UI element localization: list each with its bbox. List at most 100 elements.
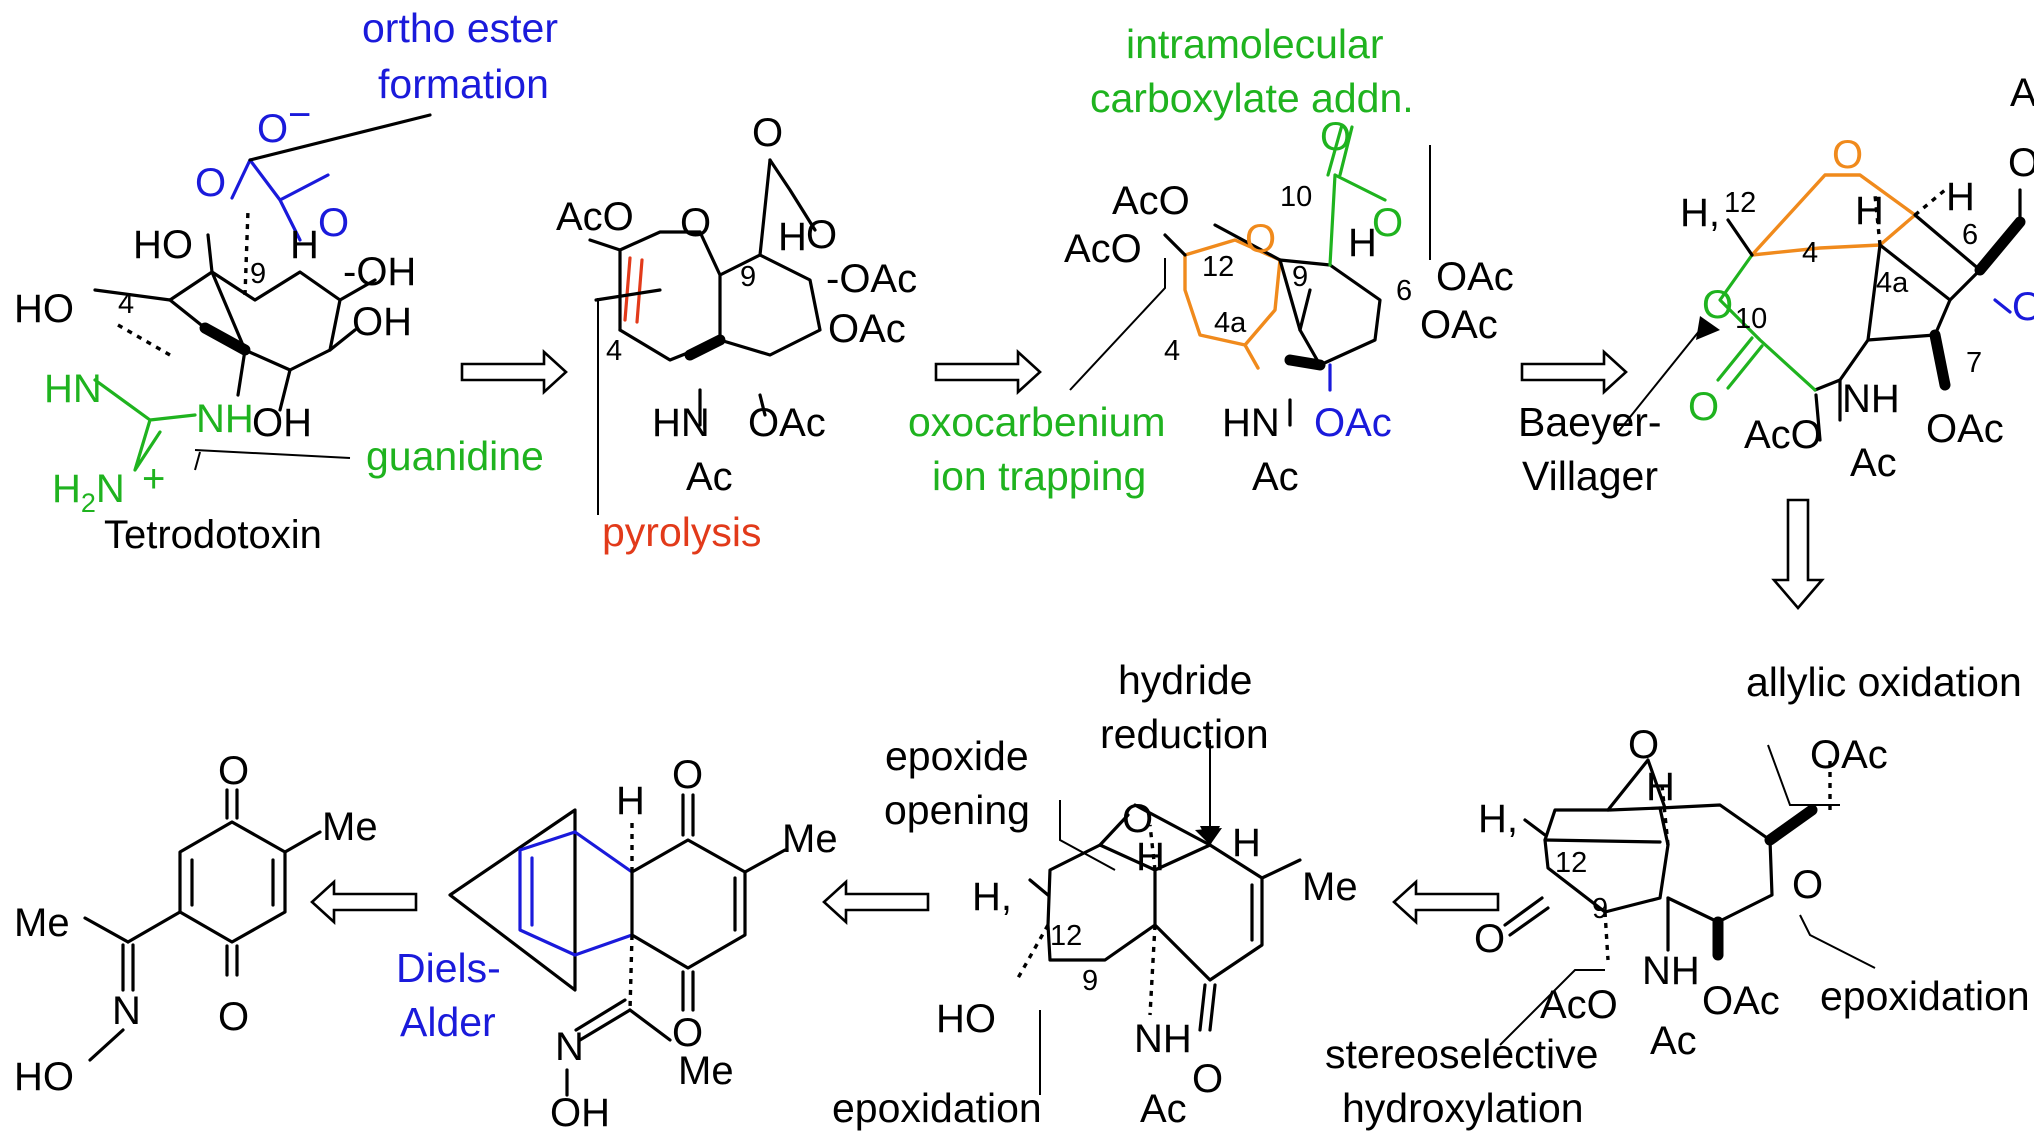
carbonyl-o: O	[1688, 385, 1719, 429]
epoxy-ketone-intermediate-structure: O H OAc H, 12 O 9 O NH OAc AcO Ac allyli…	[1325, 659, 2030, 1131]
h-12: H,	[1478, 797, 1518, 841]
epoxy-enone-intermediate-structure: O H H Me H, 12 9 HO NH O Ac hydride redu…	[832, 657, 1358, 1131]
aco-top: AcO	[1112, 179, 1190, 223]
locant-4a: 4a	[1876, 267, 1909, 299]
guanidine-hn: HN	[44, 367, 102, 411]
h-9: H	[1348, 221, 1377, 265]
baeyer-label-line2: Villager	[1522, 453, 1658, 499]
oxime-n: N	[555, 1025, 584, 1069]
locant-6: 6	[1962, 219, 1978, 251]
epoxidation-right-label: epoxidation	[1820, 973, 2030, 1019]
locant-4: 4	[118, 288, 134, 320]
retro-arrow-6	[310, 879, 418, 925]
guanidine-label: guanidine	[366, 433, 544, 479]
oxime-n: N	[112, 989, 141, 1033]
locant-12: 12	[1202, 251, 1234, 283]
baeyer-villiger-intermediate-structure: A O O H, 12 H H 4 4a 6 O O 10 7 O NH OAc…	[1518, 71, 2034, 499]
carbonyl-o: O	[752, 111, 783, 155]
locant-9: 9	[740, 261, 756, 293]
locant-9: 9	[1082, 965, 1098, 997]
h-4a: H	[1855, 189, 1884, 233]
retro-arrow-down	[1771, 498, 1825, 610]
ac: Ac	[686, 455, 733, 499]
retro-arrow-4	[1392, 879, 1500, 925]
ring-o: O	[680, 201, 711, 245]
me: Me	[782, 817, 838, 861]
ho: HO	[936, 997, 996, 1041]
oxime-oh: OH	[550, 1091, 610, 1132]
locant-4: 4	[1164, 335, 1180, 367]
negative-charge: −	[288, 93, 311, 137]
epoxide-o-right: O	[1792, 863, 1823, 907]
oxocarbenium-label-line2: ion trapping	[932, 453, 1146, 499]
quinone-oxime-structure: O Me Me O N HO	[14, 749, 378, 1099]
h-9: H	[778, 215, 807, 259]
ortho-ester-o-minus: O	[257, 107, 288, 151]
h-right: H	[1232, 821, 1261, 865]
me-bottom: Me	[678, 1049, 734, 1093]
epoxide-opening-label-line2: opening	[884, 787, 1030, 833]
ac: Ac	[1252, 455, 1299, 499]
tetrodotoxin-structure: O − O O HO H -OH OH HO 4 9 HN NH OH H2N …	[14, 5, 558, 557]
lactone-intermediate-structure: O AcO O H O 9 -OAc OAc 4 HN OAc Ac pyrol…	[556, 111, 917, 555]
diels-alder-adduct-structure: H O Me O N Me OH Diels- Alder	[396, 753, 838, 1132]
bridging-o: O	[1832, 133, 1863, 177]
epoxide-o: O	[1122, 797, 1153, 841]
h-top: H	[1646, 765, 1675, 809]
ortho-ester-o-right: O	[318, 201, 349, 245]
oac-right: OAc	[1420, 303, 1498, 347]
quinone-o-bottom: O	[218, 995, 249, 1039]
ho-top: HO	[133, 223, 193, 267]
quinone-o-top: O	[218, 749, 249, 793]
stereoselective-label-line2: hydroxylation	[1342, 1085, 1584, 1131]
oac-bottom: OAc	[1702, 979, 1780, 1023]
me-left: Me	[14, 901, 70, 945]
oac-right-top: -OAc	[826, 257, 917, 301]
oac-blue: OAc	[1314, 401, 1392, 445]
hydride-label-line1: hydride	[1118, 657, 1252, 703]
guanidine-nh: NH	[196, 397, 254, 441]
pyrolysis-label: pyrolysis	[602, 509, 761, 555]
stereoselective-label-line1: stereoselective	[1325, 1031, 1598, 1077]
allylic-oxidation-label: allylic oxidation	[1746, 659, 2022, 705]
hn: HN	[652, 401, 710, 445]
locant-12: 12	[1050, 920, 1082, 952]
nh: NH	[1134, 1017, 1192, 1061]
lactone-o: O	[1702, 283, 1733, 327]
epoxide-o-top: O	[1628, 723, 1659, 767]
carboxylate-o: O	[1372, 201, 1403, 245]
locant-12: 12	[1555, 847, 1587, 879]
intramolecular-label-line1: intramolecular	[1126, 21, 1384, 67]
locant-10: 10	[1280, 181, 1312, 213]
aco: AcO	[1744, 413, 1822, 457]
me: Me	[1302, 865, 1358, 909]
hn: HN	[1222, 401, 1280, 445]
retro-arrow-2	[934, 349, 1042, 395]
positive-charge: +	[142, 457, 165, 501]
ketone-o-bottom: O	[672, 1011, 703, 1055]
diels-alder-label-line2: Alder	[400, 999, 496, 1045]
retro-arrow-5	[822, 879, 930, 925]
retro-arrow-3	[1520, 349, 1628, 395]
ho-left: HO	[14, 287, 74, 331]
oxime-ho: HO	[14, 1055, 74, 1099]
carboxylate-o-top: O	[1320, 115, 1351, 159]
ortho-ester-label-line1: ortho ester	[362, 5, 558, 51]
oac-right-top: OAc	[1436, 255, 1514, 299]
aco-bottom: AcO	[1540, 983, 1618, 1027]
cropped-blue-o: O	[2012, 285, 2034, 329]
me-right: Me	[322, 805, 378, 849]
oh-right: OH	[352, 300, 412, 344]
locant-7: 7	[1966, 347, 1982, 379]
locant-10: 10	[1735, 303, 1767, 335]
baeyer-label-line1: Baeyer-	[1518, 399, 1662, 445]
ortho-ester-label-line2: formation	[378, 61, 549, 107]
oac-bottom: OAc	[748, 401, 826, 445]
oh-right-top: -OH	[343, 250, 416, 294]
oxocarbenium-label-line1: oxocarbenium	[908, 399, 1166, 445]
locant-9: 9	[250, 258, 266, 290]
locant-12: 12	[1724, 187, 1756, 219]
cropped-o: O	[2008, 141, 2034, 185]
hydride-label-line2: reduction	[1100, 711, 1269, 757]
